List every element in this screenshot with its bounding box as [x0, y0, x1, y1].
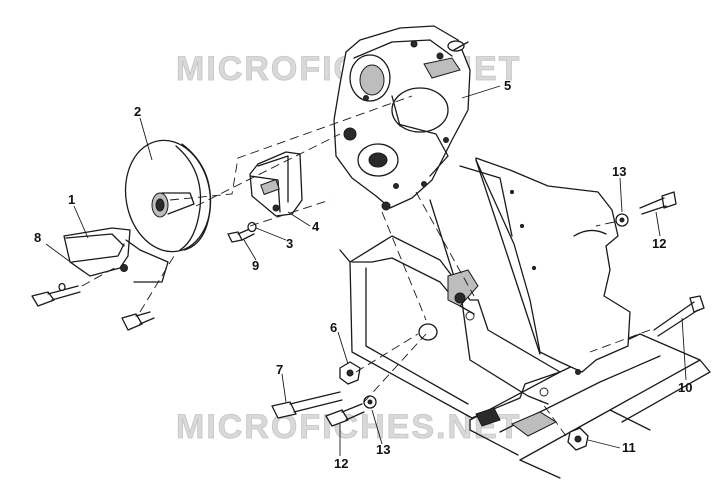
callout-1: 1	[68, 192, 75, 207]
callout-12-lower: 12	[334, 456, 348, 471]
callout-3: 3	[286, 236, 293, 251]
callout-9: 9	[252, 258, 259, 273]
callout-12-upper: 12	[652, 236, 666, 251]
callout-labels: 2 1 8 3 9 4 5 6 7 12 13 13 12 10 11	[34, 78, 692, 471]
bolt-10	[653, 295, 705, 337]
callout-7: 7	[276, 362, 283, 377]
callout-13-lower: 13	[376, 442, 390, 457]
callout-8: 8	[34, 230, 41, 245]
callout-2: 2	[134, 104, 141, 119]
idler-bracket	[63, 227, 169, 283]
leader-lines	[45, 85, 687, 456]
nut-11	[567, 427, 589, 451]
washer-chassis	[418, 323, 438, 341]
assembly-lines	[81, 95, 651, 437]
tensioner-bracket	[249, 151, 303, 217]
callout-4: 4	[312, 219, 320, 234]
nut-6	[339, 361, 361, 385]
bolt-7	[271, 391, 343, 419]
bolt-left-lower	[121, 311, 155, 331]
callout-10: 10	[678, 380, 692, 395]
gearbox-housing	[333, 25, 471, 211]
bolt-12-upper	[615, 191, 677, 227]
callout-6: 6	[330, 320, 337, 335]
callout-13-upper: 13	[612, 164, 626, 179]
bolt-9	[227, 221, 257, 243]
callout-11: 11	[622, 440, 636, 455]
bolt-left-upper	[31, 282, 81, 307]
pulley	[124, 139, 212, 253]
callout-5: 5	[504, 78, 511, 93]
watermark-bottom: MICROFICHES.NET	[176, 408, 521, 446]
chassis-frame	[339, 157, 711, 479]
